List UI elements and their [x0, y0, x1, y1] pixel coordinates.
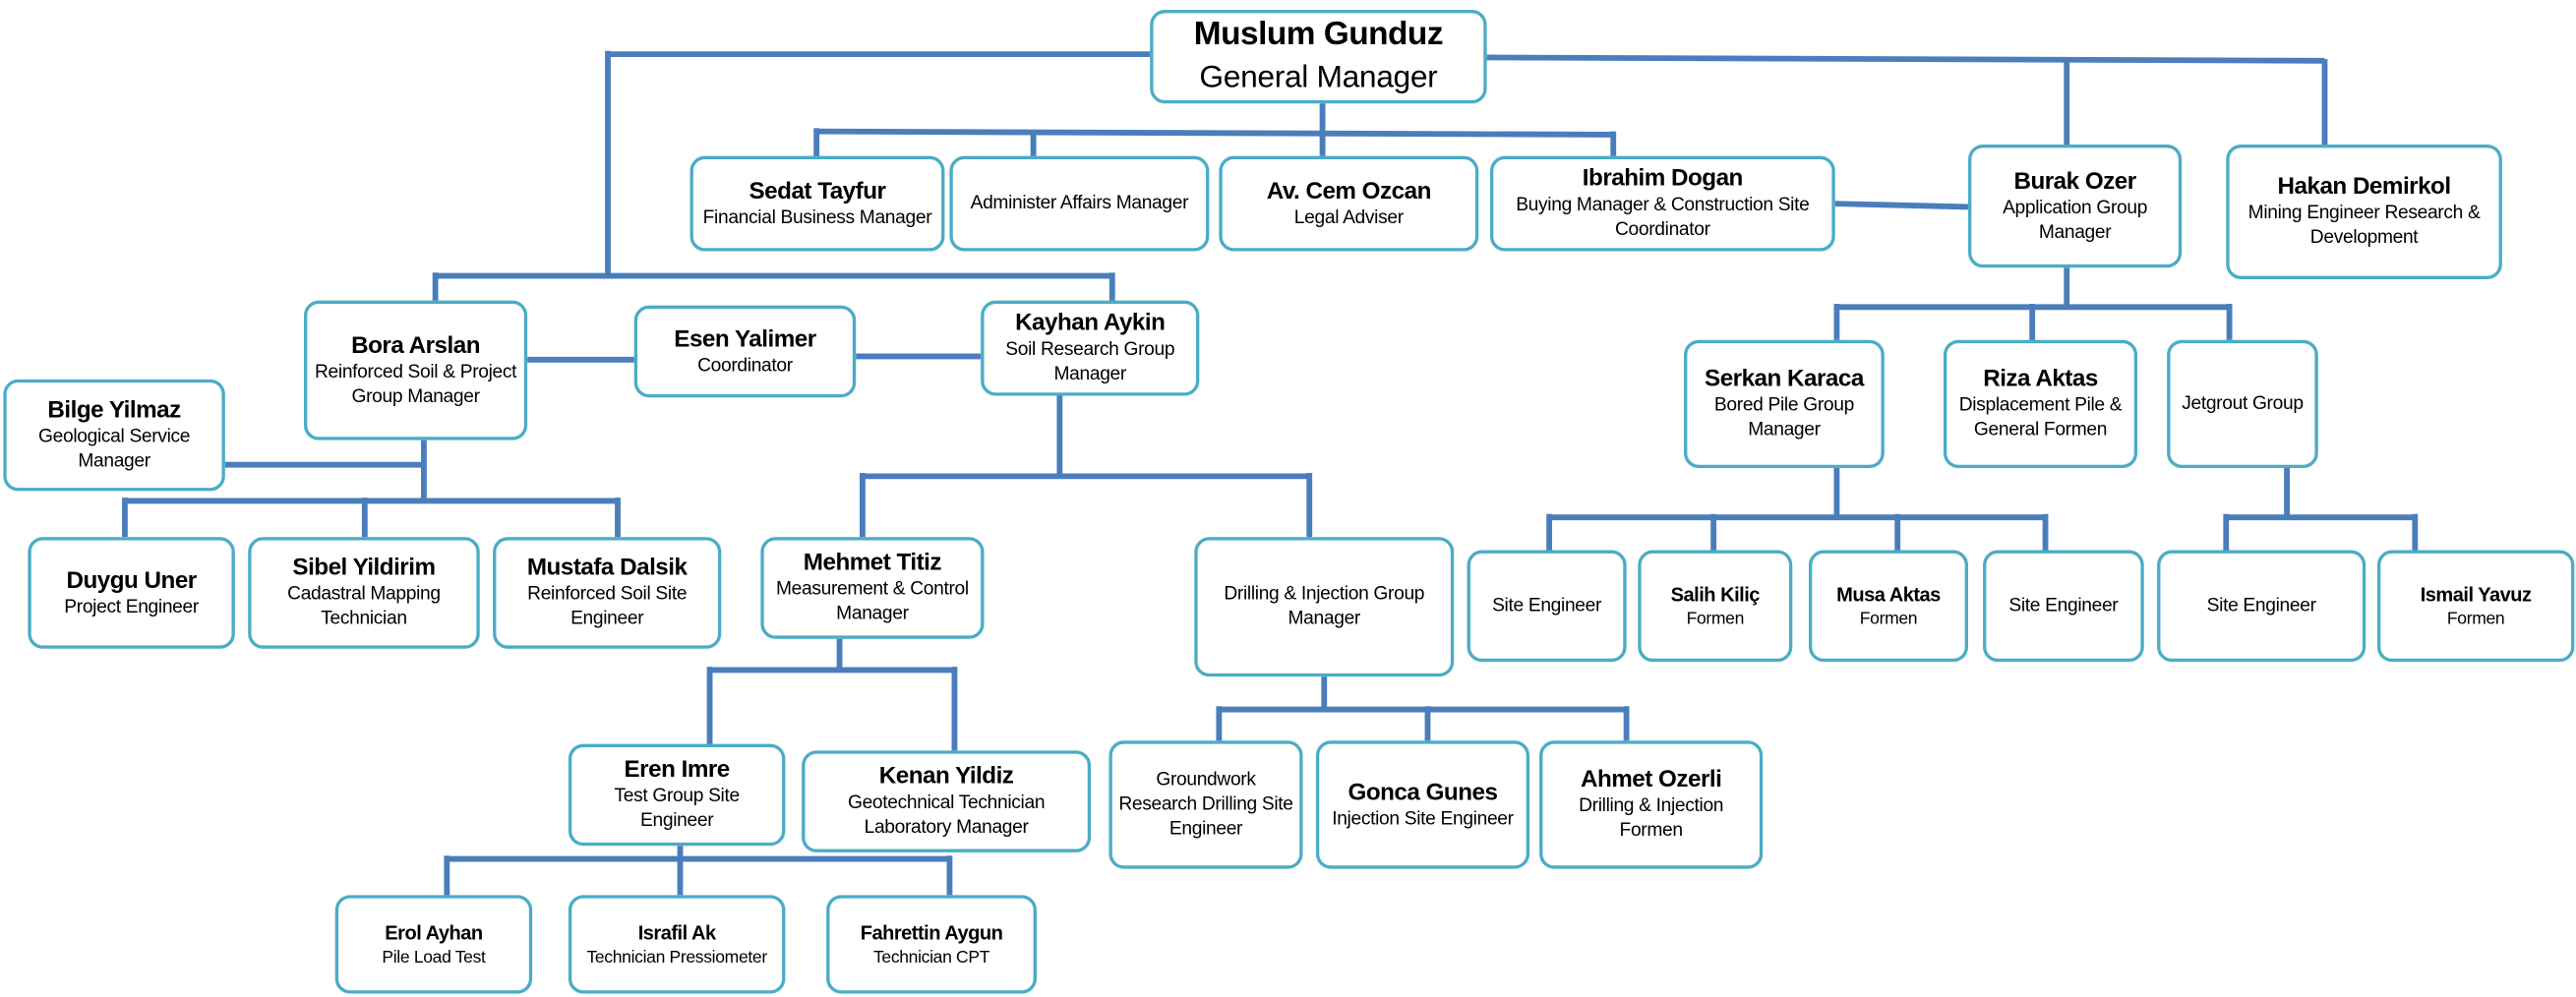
- node-title: Site Engineer: [2008, 595, 2119, 616]
- org-node-se2: Site Engineer: [1983, 550, 2144, 663]
- node-title: Test Group Site Engineer: [614, 787, 740, 832]
- org-node-se1: Site Engineer: [1467, 550, 1627, 663]
- node-name: Mustafa Dalsik: [526, 555, 688, 582]
- node-name: Av. Cem Ozcan: [1266, 178, 1432, 205]
- node-title: Formen: [1686, 609, 1745, 629]
- node-title: Pile Load Test: [382, 947, 486, 968]
- node-title: Jetgrout Group: [2182, 393, 2304, 414]
- node-title: Mining Engineer Research & Development: [2247, 204, 2481, 249]
- org-node-groundwork: Groundwork Research Drilling Site Engine…: [1108, 740, 1303, 869]
- node-name: Ismail Yavuz: [2420, 582, 2532, 607]
- node-title: Soil Research Group Manager: [1005, 339, 1175, 384]
- node-name: Serkan Karaca: [1705, 366, 1864, 393]
- node-title: Cadastral Mapping Technician: [287, 584, 441, 629]
- node-name: Mehmet Titiz: [803, 550, 942, 577]
- node-name: Burak Ozer: [2013, 168, 2136, 195]
- node-name: Ahmet Ozerli: [1580, 767, 1722, 793]
- node-title: Injection Site Engineer: [1332, 808, 1514, 829]
- node-name: Bilge Yilmaz: [47, 397, 181, 424]
- node-title: Buying Manager & Construction Site Coord…: [1516, 195, 1810, 240]
- node-name: Sibel Yildirim: [292, 555, 436, 582]
- node-name: Salih Kiliç: [1670, 582, 1761, 607]
- node-name: Kenan Yildiz: [878, 763, 1014, 791]
- node-title: Formen: [1859, 609, 1918, 629]
- node-title: Measurement & Control Manager: [776, 579, 969, 624]
- node-name: Riza Aktas: [1983, 366, 2098, 393]
- org-node-se3: Site Engineer: [2157, 550, 2366, 663]
- org-node-admin: Administer Affairs Manager: [949, 155, 1210, 252]
- node-name: Fahrettin Aygun: [860, 921, 1003, 945]
- node-title: Geotechnical Technician Laboratory Manag…: [847, 792, 1046, 838]
- node-name: Gonca Gunes: [1348, 779, 1498, 806]
- node-title: Legal Adviser: [1293, 207, 1404, 228]
- node-title: Groundwork Research Drilling Site Engine…: [1118, 769, 1293, 839]
- connector-line: [1486, 54, 2325, 64]
- node-title: Coordinator: [697, 355, 793, 376]
- connector-line: [816, 128, 1614, 138]
- node-title: Financial Business Manager: [702, 207, 932, 228]
- node-title: Project Engineer: [64, 597, 199, 617]
- node-title: General Manager: [1199, 60, 1438, 95]
- org-node-jet: Jetgrout Group: [2167, 339, 2318, 469]
- node-name: Duygu Uner: [66, 567, 197, 594]
- node-name: Bora Arslan: [351, 332, 481, 359]
- node-title: Drilling & Injection Formen: [1579, 796, 1724, 842]
- node-name: Muslum Gunduz: [1193, 16, 1444, 53]
- node-name: Sedat Tayfur: [749, 178, 886, 205]
- node-title: Administer Affairs Manager: [970, 193, 1189, 213]
- node-title: Site Engineer: [1492, 595, 1602, 616]
- node-title: Application Group Manager: [2003, 198, 2148, 243]
- node-name: Esen Yalimer: [674, 325, 816, 353]
- node-name: Israfil Ak: [637, 921, 716, 945]
- node-title: Technician CPT: [872, 947, 990, 968]
- node-title: Technician Pressiometer: [586, 947, 767, 968]
- node-title: Displacement Pile & General Formen: [1958, 395, 2123, 440]
- node-name: Musa Aktas: [1836, 582, 1941, 607]
- node-name: Kayhan Aykin: [1015, 310, 1166, 337]
- connector-line: [1834, 201, 1969, 210]
- node-name: Erol Ayhan: [385, 921, 483, 945]
- node-name: Hakan Demirkol: [2277, 174, 2452, 201]
- node-title: Bored Pile Group Manager: [1713, 395, 1854, 440]
- node-title: Geological Service Manager: [38, 427, 191, 472]
- node-title: Drilling & Injection Group Manager: [1224, 583, 1425, 628]
- node-title: Reinforced Soil & Project Group Manager: [314, 362, 517, 407]
- node-title: Formen: [2446, 609, 2505, 629]
- node-name: Eren Imre: [624, 757, 731, 784]
- node-title: Site Engineer: [2206, 595, 2316, 616]
- node-name: Ibrahim Dogan: [1582, 165, 1744, 193]
- node-title: Reinforced Soil Site Engineer: [527, 584, 688, 629]
- org-node-drilling: Drilling & Injection Group Manager: [1194, 537, 1455, 677]
